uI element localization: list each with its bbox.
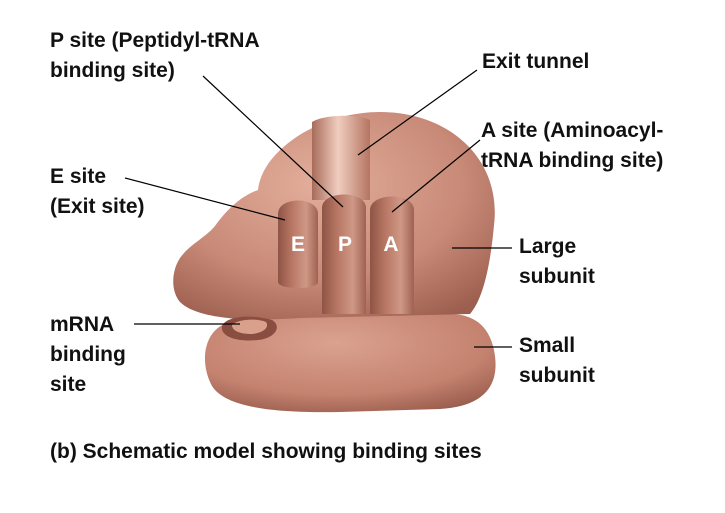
e-site-leader [124, 177, 286, 221]
mrna-site-label: mRNA binding site [50, 310, 126, 400]
leader-lines [124, 69, 512, 348]
small-subunit-label-line1: Small [519, 334, 576, 357]
figure-caption-text: (b) Schematic model showing binding site… [50, 440, 482, 463]
e-site-label-line2: (Exit site) [50, 195, 145, 218]
a-site-leader [391, 139, 481, 213]
mrna-groove-highlight [232, 319, 268, 334]
p-site-label: P site (Peptidyl-tRNA binding site) [50, 26, 260, 86]
mrna-site-label-line1: mRNA [50, 313, 115, 336]
a-site-letter: A [383, 233, 398, 256]
p-site-leader [202, 75, 344, 208]
p-site-tube [322, 194, 366, 314]
large-subunit-label-line1: Large [519, 235, 577, 258]
p-site-label-line2: binding site) [50, 59, 175, 82]
a-site-tube [370, 196, 414, 314]
p-site-letter: P [338, 233, 352, 256]
p-site-label-line1: P site (Peptidyl-tRNA [50, 29, 260, 52]
a-site-label: A site (Aminoacyl- tRNA binding site) [481, 116, 663, 176]
large-subunit-label-line2: subunit [519, 265, 595, 288]
mrna-site-label-line2: binding [50, 343, 126, 366]
small-subunit-shape [204, 313, 496, 413]
exit-tunnel-shape [312, 115, 370, 200]
large-subunit-label: Large subunit [519, 232, 595, 292]
a-site-label-line2: tRNA binding site) [481, 149, 664, 172]
exit-tunnel-leader [357, 69, 478, 156]
e-site-letter: E [291, 233, 305, 256]
mrna-site-label-line3: site [50, 373, 87, 396]
small-subunit-label: Small subunit [519, 331, 595, 391]
exit-tunnel-label-text: Exit tunnel [482, 50, 590, 73]
figure-caption: (b) Schematic model showing binding site… [50, 437, 482, 467]
e-site-label: E site (Exit site) [50, 162, 145, 222]
e-site-label-line1: E site [50, 165, 107, 188]
exit-tunnel-label: Exit tunnel [482, 47, 589, 77]
e-site-tube [278, 200, 318, 288]
a-site-label-line1: A site (Aminoacyl- [481, 119, 664, 142]
small-subunit-label-line2: subunit [519, 364, 595, 387]
